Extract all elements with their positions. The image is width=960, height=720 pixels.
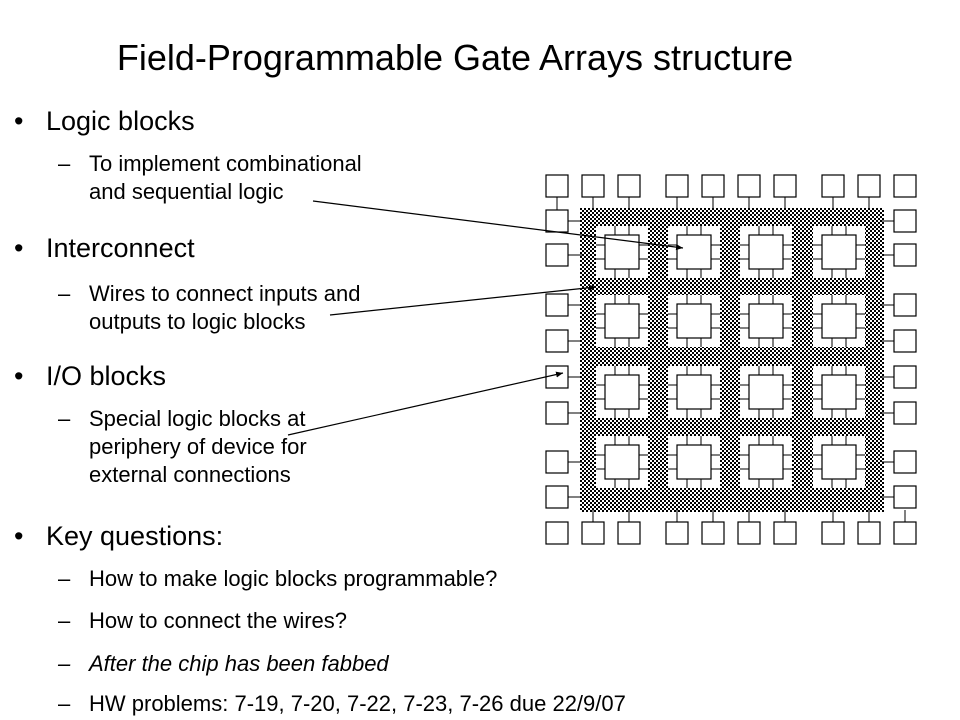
logic-blocks xyxy=(604,234,857,480)
io-block xyxy=(545,450,569,474)
logic-block xyxy=(676,374,712,410)
io-block xyxy=(545,401,569,425)
io-blocks xyxy=(545,174,917,545)
io-block xyxy=(893,450,917,474)
io-block xyxy=(893,365,917,389)
bullet-io-blocks: • I/O blocks xyxy=(14,360,167,392)
io-block xyxy=(545,329,569,353)
logic-block xyxy=(821,444,857,480)
bullet-dot: • xyxy=(14,106,24,136)
io-block xyxy=(701,521,725,545)
dash-glyph: – xyxy=(58,151,71,176)
dash-glyph: – xyxy=(58,281,71,306)
io-block xyxy=(893,329,917,353)
io-block xyxy=(773,521,797,545)
sub-bullet: – After the chip has been fabbed xyxy=(58,650,389,678)
logic-block xyxy=(748,303,784,339)
io-block xyxy=(581,174,605,198)
logic-block xyxy=(604,303,640,339)
callout-arrow xyxy=(287,371,564,436)
bullet-text: I/O blocks xyxy=(46,361,167,391)
logic-block xyxy=(604,444,640,480)
callout-arrow xyxy=(312,200,684,251)
dash-glyph: – xyxy=(58,608,71,633)
io-block xyxy=(545,521,569,545)
logic-block xyxy=(821,303,857,339)
sub-bullet: – Wires to connect inputs and outputs to… xyxy=(58,280,361,336)
sub-bullet: – How to connect the wires? xyxy=(58,607,348,635)
io-block xyxy=(893,174,917,198)
io-block xyxy=(545,243,569,267)
callout-arrows xyxy=(287,200,684,436)
sub-bullet-line: HW problems: 7-19, 7-20, 7-22, 7-23, 7-2… xyxy=(89,691,626,716)
logic-block xyxy=(748,374,784,410)
io-block xyxy=(893,521,917,545)
bullet-text: Key questions: xyxy=(46,521,224,551)
io-block xyxy=(821,521,845,545)
io-block xyxy=(893,209,917,233)
sub-bullet-line: external connections xyxy=(89,462,291,487)
bullet-text: Logic blocks xyxy=(46,106,195,136)
io-block xyxy=(893,243,917,267)
io-block xyxy=(545,209,569,233)
io-block xyxy=(581,521,605,545)
io-block xyxy=(737,521,761,545)
sub-bullet: – How to make logic blocks programmable? xyxy=(58,565,498,593)
sub-bullet-line: How to make logic blocks programmable? xyxy=(89,566,498,591)
io-block xyxy=(545,174,569,198)
sub-bullet: – HW problems: 7-19, 7-20, 7-22, 7-23, 7… xyxy=(58,690,626,718)
bullet-interconnect: • Interconnect xyxy=(14,232,195,264)
sub-bullet-line: outputs to logic blocks xyxy=(89,309,306,334)
io-block xyxy=(893,293,917,317)
bullet-text: Interconnect xyxy=(46,233,195,263)
bullet-key-questions: • Key questions: xyxy=(14,520,224,552)
logic-block xyxy=(676,444,712,480)
io-block xyxy=(773,174,797,198)
sub-bullet: – To implement combinational and sequent… xyxy=(58,150,362,206)
io-block xyxy=(545,293,569,317)
io-block xyxy=(701,174,725,198)
sub-bullet-line: periphery of device for xyxy=(89,434,307,459)
io-block xyxy=(617,521,641,545)
sub-bullet-line: Special logic blocks at xyxy=(89,406,306,431)
sub-bullet-line: Wires to connect inputs and xyxy=(89,281,361,306)
dash-glyph: – xyxy=(58,651,71,676)
io-block xyxy=(857,174,881,198)
callout-arrow xyxy=(329,284,597,316)
sub-bullet-line: How to connect the wires? xyxy=(89,608,348,633)
io-block xyxy=(665,174,689,198)
sub-bullet-line: and sequential logic xyxy=(89,179,284,204)
io-block xyxy=(737,174,761,198)
io-block xyxy=(545,365,569,389)
dash-glyph: – xyxy=(58,406,71,431)
io-block xyxy=(821,174,845,198)
io-block xyxy=(857,521,881,545)
io-block xyxy=(665,521,689,545)
io-block xyxy=(617,174,641,198)
sub-bullet-line: After the chip has been fabbed xyxy=(89,651,389,676)
dash-glyph: – xyxy=(58,566,71,591)
io-block xyxy=(545,485,569,509)
logic-block xyxy=(821,234,857,270)
logic-block xyxy=(821,374,857,410)
logic-block xyxy=(748,444,784,480)
logic-block xyxy=(676,303,712,339)
dash-glyph: – xyxy=(58,691,71,716)
logic-block xyxy=(604,374,640,410)
bullet-dot: • xyxy=(14,361,24,391)
bullet-dot: • xyxy=(14,233,24,263)
io-block xyxy=(893,485,917,509)
io-block xyxy=(893,401,917,425)
bullet-logic-blocks: • Logic blocks xyxy=(14,105,195,137)
logic-block xyxy=(748,234,784,270)
sub-bullet: – Special logic blocks at periphery of d… xyxy=(58,405,307,489)
logic-block xyxy=(676,234,712,270)
slide-title: Field-Programmable Gate Arrays structure xyxy=(116,37,794,78)
bullet-dot: • xyxy=(14,521,24,551)
sub-bullet-line: To implement combinational xyxy=(89,151,362,176)
